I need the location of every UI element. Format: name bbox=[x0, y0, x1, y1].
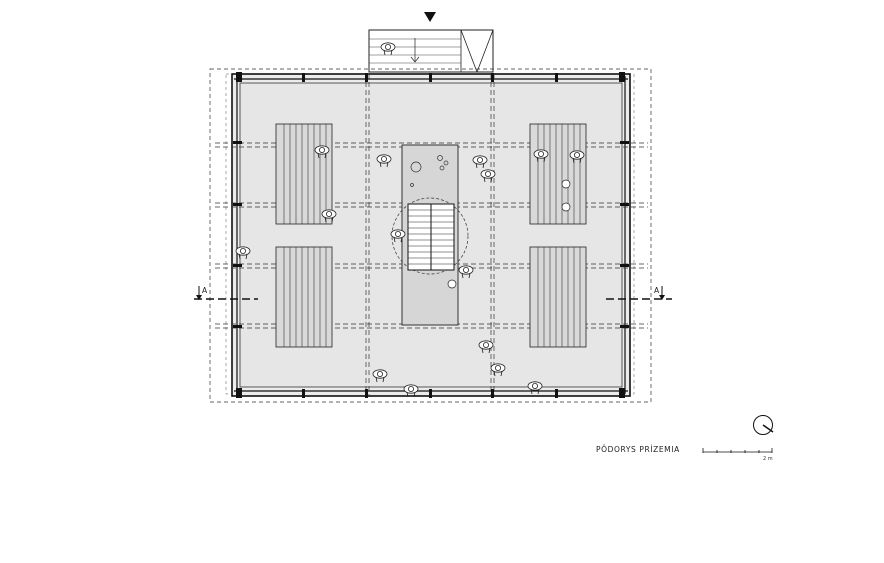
bench-right-bottom bbox=[529, 246, 587, 348]
scale-bar bbox=[702, 448, 773, 453]
scale-label: 2 m bbox=[763, 456, 773, 462]
entrance-arrow bbox=[424, 12, 436, 22]
section-label-left: A bbox=[202, 286, 208, 295]
north-arrow-icon bbox=[753, 415, 774, 435]
people bbox=[235, 145, 585, 398]
section-marker-left: A bbox=[194, 286, 258, 300]
section-marker-right: A bbox=[606, 286, 672, 300]
roof-outline bbox=[209, 68, 652, 403]
drawing-title: PÔDORYS PRÍZEMIA bbox=[596, 445, 680, 454]
columns bbox=[233, 72, 629, 398]
bench-left-bottom bbox=[275, 246, 333, 348]
bench-left-top bbox=[275, 123, 333, 225]
section-label-right: A bbox=[654, 286, 660, 295]
bench-right-top bbox=[529, 123, 587, 225]
central-stair bbox=[391, 197, 469, 275]
